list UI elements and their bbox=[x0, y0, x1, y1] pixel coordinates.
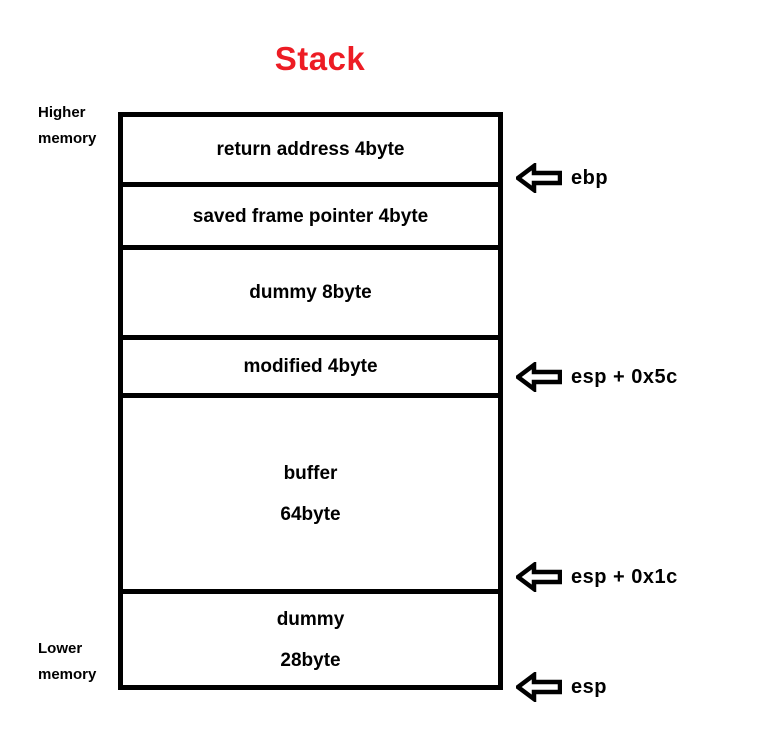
stack-row-label: saved frame pointer 4byte bbox=[192, 205, 429, 227]
arrow-left-icon bbox=[514, 360, 563, 394]
arrow-left-icon bbox=[514, 161, 563, 195]
pointer-label: esp bbox=[571, 675, 607, 698]
lower-memory-line2: memory bbox=[38, 666, 97, 683]
pointer-annotation-esp: esp bbox=[514, 670, 607, 704]
stack-row-label: buffer bbox=[283, 462, 338, 484]
lower-memory-label: Lower memory bbox=[38, 636, 96, 688]
pointer-annotation-esp-plus-0x5c: esp + 0x5c bbox=[514, 360, 678, 394]
stack-row-modified-4byte: modified 4byte bbox=[123, 335, 498, 393]
pointer-label: ebp bbox=[571, 166, 609, 189]
arrow-left-icon bbox=[514, 560, 563, 594]
pointer-annotation-ebp: ebp bbox=[514, 161, 609, 195]
stack-row-dummy-8byte: dummy 8byte bbox=[123, 245, 498, 335]
stack-row-size: 28byte bbox=[280, 649, 341, 671]
higher-memory-label: Higher memory bbox=[38, 100, 96, 152]
stack-row-label: dummy 8byte bbox=[249, 282, 372, 303]
pointer-label: esp + 0x1c bbox=[571, 565, 678, 588]
stack-row-dummy-28byte: dummy 28byte bbox=[123, 589, 498, 685]
arrow-left-icon bbox=[514, 670, 563, 704]
pointer-annotation-esp-plus-0x1c: esp + 0x1c bbox=[514, 560, 678, 594]
lower-memory-line1: Lower bbox=[38, 640, 83, 657]
stack-row-label: return address 4byte bbox=[216, 139, 405, 160]
pointer-label: esp + 0x5c bbox=[571, 365, 678, 388]
stack-row-label: dummy bbox=[276, 608, 345, 630]
page-title: Stack bbox=[274, 40, 366, 77]
stack-frame: return address 4byte saved frame pointer… bbox=[118, 112, 503, 690]
stack-row-saved-frame-pointer: saved frame pointer 4byte bbox=[123, 182, 498, 245]
stack-row-return-address: return address 4byte bbox=[123, 117, 498, 182]
stack-row-buffer: buffer 64byte bbox=[123, 393, 498, 589]
stack-row-size: 64byte bbox=[280, 503, 341, 525]
higher-memory-line2: memory bbox=[38, 130, 97, 147]
higher-memory-line1: Higher bbox=[38, 104, 86, 121]
stack-row-label: modified 4byte bbox=[243, 356, 378, 377]
